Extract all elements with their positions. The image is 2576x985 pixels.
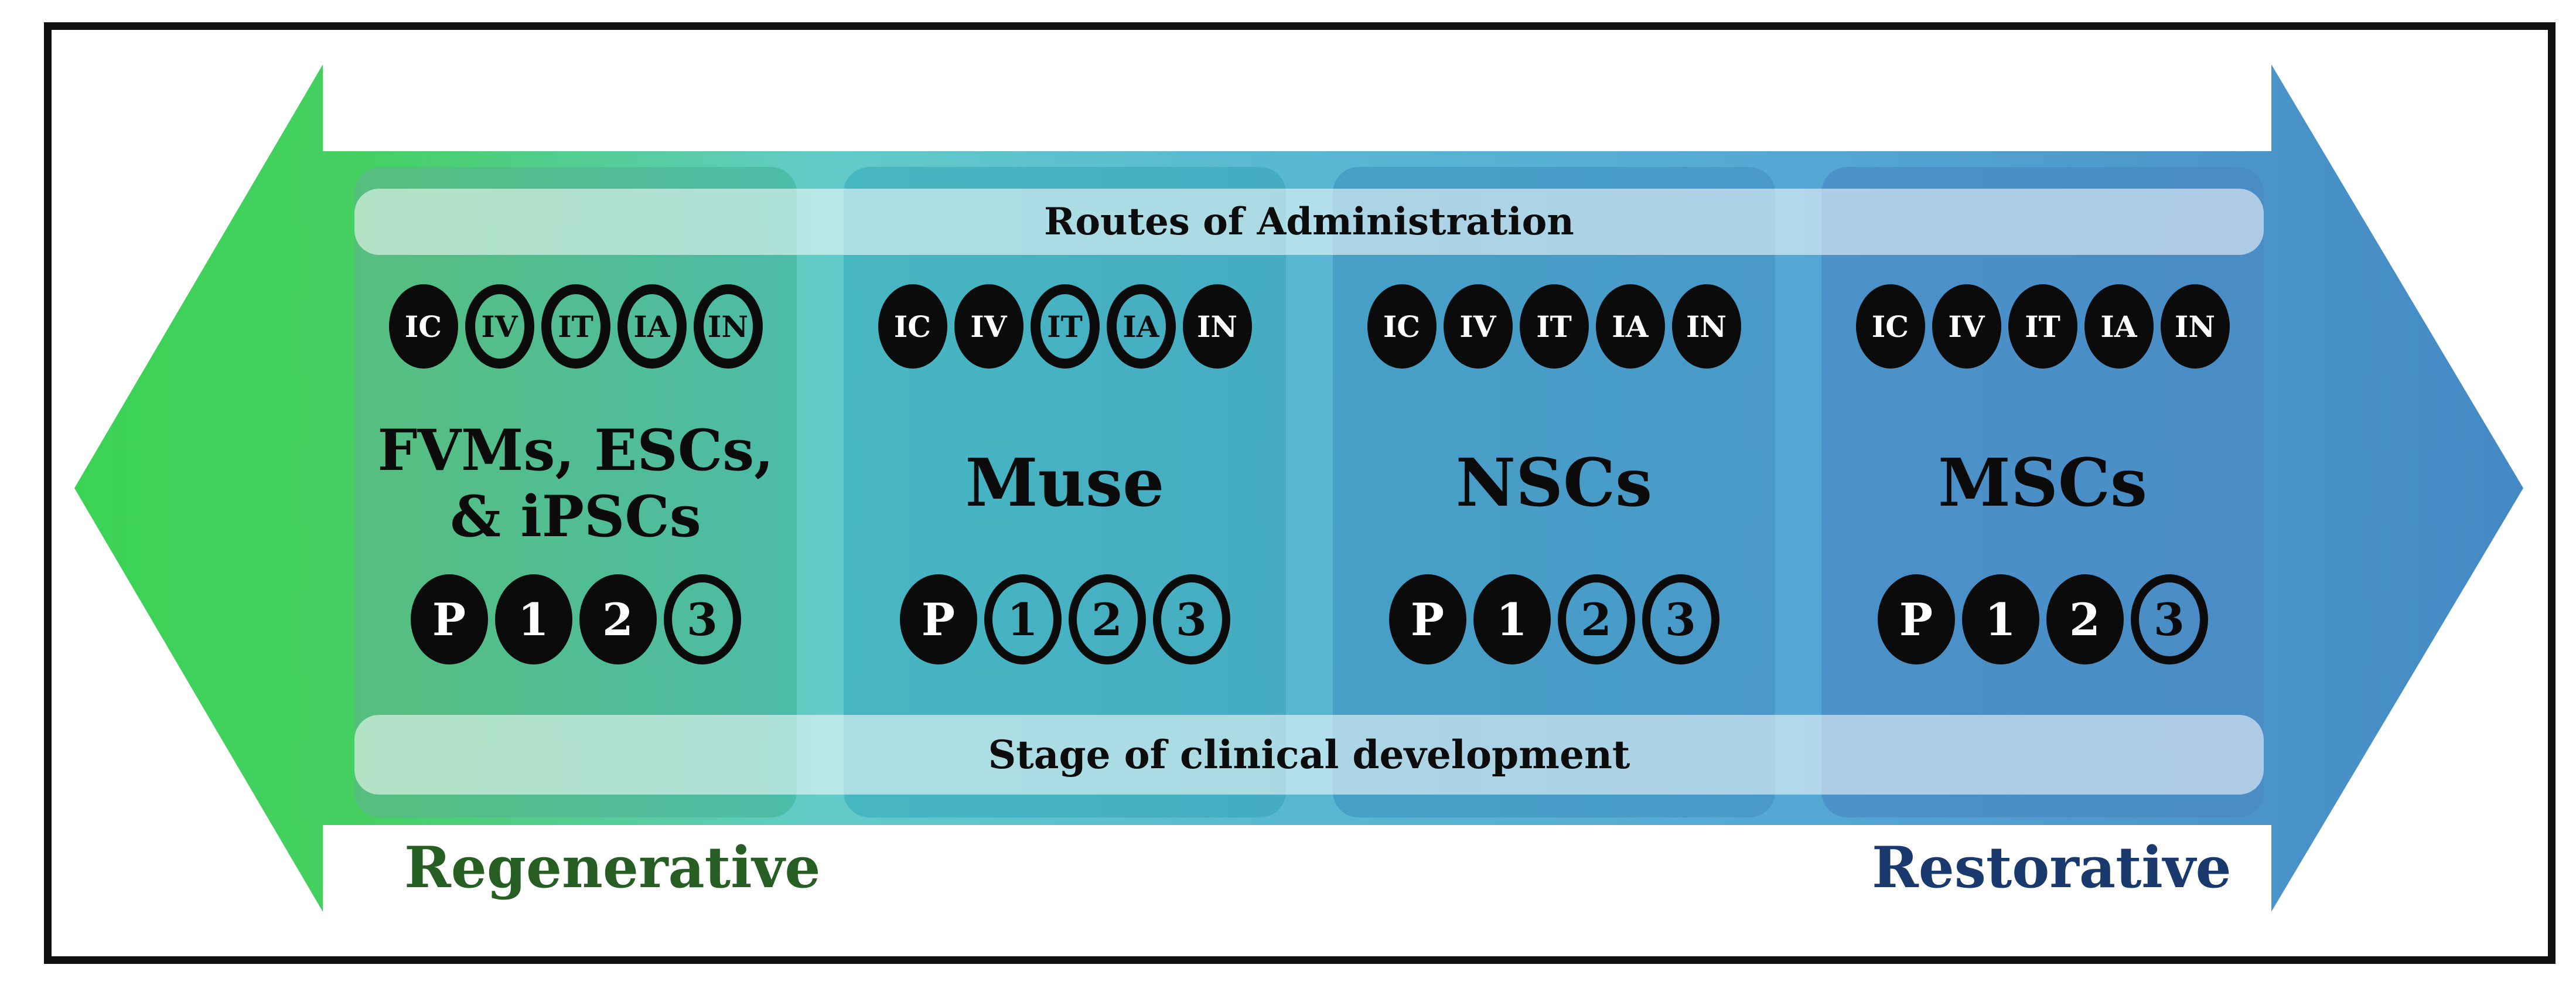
route-badge-IN-filled: IN (1182, 284, 1252, 369)
phase-badge-2-outline: 2 (1557, 574, 1635, 664)
phase-badge-2-filled: 2 (579, 574, 657, 664)
route-badge-IC-filled: IC (878, 284, 947, 369)
route-badge-IC-filled: IC (1855, 284, 1925, 369)
phase-badge-1-outline: 1 (984, 574, 1062, 664)
phase-badge-P-filled: P (1388, 574, 1466, 664)
route-badge-IT-filled: IT (1519, 284, 1589, 369)
panel-title-line: Muse (965, 444, 1165, 522)
phase-badge-1-filled: 1 (1473, 574, 1551, 664)
routes-banner-label: Routes of Administration (1044, 200, 1574, 244)
route-badge-IT-filled: IT (2008, 284, 2077, 369)
route-badge-IN-filled: IN (1671, 284, 1741, 369)
regenerative-label: Regenerative (404, 834, 821, 901)
panel-title: Muse (844, 398, 1286, 568)
route-badge-IV-filled: IV (1932, 284, 2001, 369)
route-badge-IA-filled: IA (2084, 284, 2154, 369)
panel-title-line: FVMs, ESCs, (377, 417, 774, 483)
route-badge-IA-outline: IA (617, 284, 687, 369)
route-badge-IV-filled: IV (1443, 284, 1513, 369)
phase-badge-1-filled: 1 (494, 574, 572, 664)
phase-badge-P-filled: P (410, 574, 488, 664)
route-badge-IA-outline: IA (1106, 284, 1176, 369)
phase-badge-P-filled: P (899, 574, 977, 664)
route-badge-IC-filled: IC (388, 284, 458, 369)
panel-title-line: & iPSCs (450, 483, 701, 550)
phase-badge-2-filled: 2 (2046, 574, 2124, 664)
route-badge-IC-filled: IC (1367, 284, 1437, 369)
phase-badge-3-outline: 3 (663, 574, 741, 664)
panel-title-line: NSCs (1455, 444, 1653, 522)
restorative-label: Restorative (1872, 834, 2232, 901)
route-badge-IT-outline: IT (1030, 284, 1100, 369)
route-badge-IT-outline: IT (541, 284, 610, 369)
phase-badge-3-outline: 3 (2130, 574, 2208, 664)
phase-badge-3-outline: 3 (1152, 574, 1230, 664)
route-badge-IN-outline: IN (693, 284, 763, 369)
panel-title: FVMs, ESCs,& iPSCs (354, 398, 797, 568)
route-badge-IV-filled: IV (954, 284, 1023, 369)
routes-of-administration-banner: Routes of Administration (354, 189, 2264, 255)
route-badge-IV-outline: IV (465, 284, 534, 369)
phase-badge-1-filled: 1 (1961, 574, 2039, 664)
phase-badge-2-outline: 2 (1068, 574, 1146, 664)
phase-badge-P-filled: P (1877, 574, 1955, 664)
route-badge-IN-filled: IN (2160, 284, 2230, 369)
panel-title-line: MSCs (1937, 444, 2148, 522)
route-badge-IA-filled: IA (1595, 284, 1665, 369)
panel-title: MSCs (1821, 398, 2264, 568)
phase-badge-3-outline: 3 (1642, 574, 1719, 664)
panel-title: NSCs (1333, 398, 1775, 568)
stage-of-clinical-development-banner: Stage of clinical development (354, 715, 2264, 795)
stage-banner-label: Stage of clinical development (988, 732, 1630, 778)
